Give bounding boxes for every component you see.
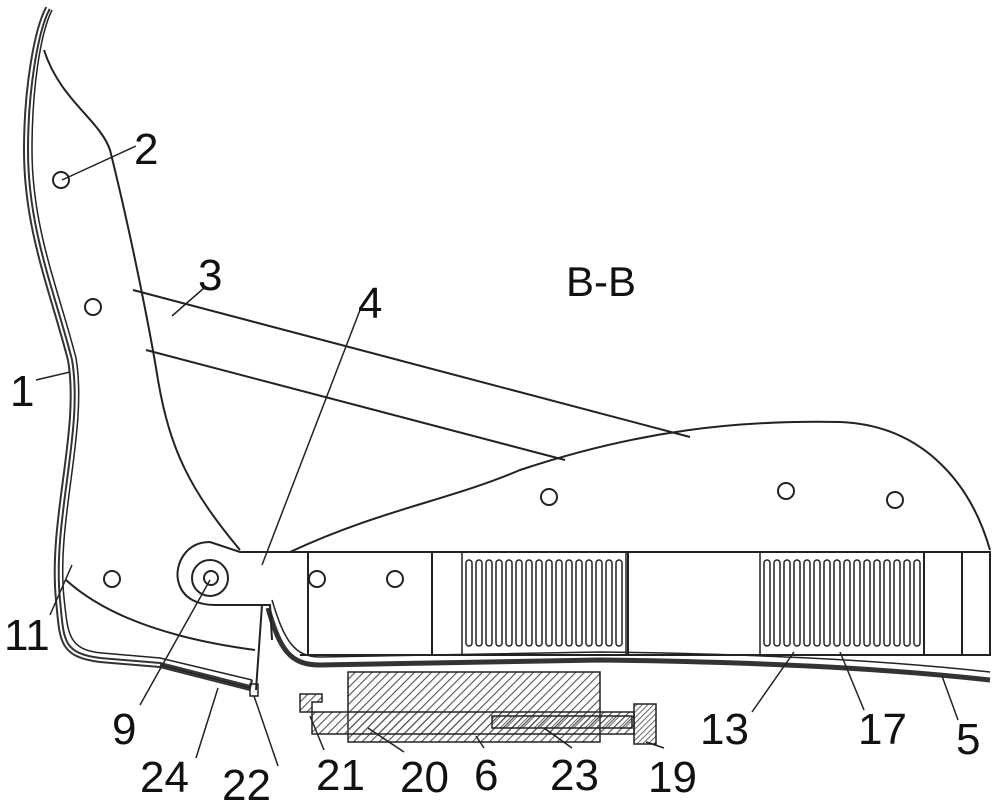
vent-slot	[863, 559, 871, 647]
vent-slot	[585, 559, 593, 647]
outer-shell-liner	[31, 9, 253, 681]
lower-shell-liner	[271, 599, 991, 673]
vent-slot	[823, 559, 831, 647]
label-4: 4	[358, 279, 382, 328]
rail-mechanism	[299, 671, 657, 745]
vent-slot	[853, 559, 861, 647]
bolt-hole	[84, 298, 102, 316]
vent-slot	[565, 559, 573, 647]
vent-slot	[505, 559, 513, 647]
vent-slot	[773, 559, 781, 647]
bolt-hole	[386, 570, 404, 588]
hinge-post	[255, 604, 263, 691]
vent-slot	[843, 559, 851, 647]
label-22: 22	[222, 761, 271, 807]
vent-slot	[575, 559, 583, 647]
vent-slot	[893, 559, 901, 647]
vent-slot	[595, 559, 603, 647]
vent-slot	[883, 559, 891, 647]
leader-lines	[35, 145, 959, 767]
hinge-plate	[176, 540, 290, 641]
label-23: 23	[550, 751, 599, 800]
part-labels: 2 3 4 1 11 9 24 22 21 20 6 23 19 13 17 5	[4, 125, 980, 807]
screw-shaft	[491, 715, 633, 729]
vent-slot	[813, 559, 821, 647]
bolt-hole	[103, 570, 121, 588]
vent-groups	[461, 551, 925, 656]
vent-slot	[535, 559, 543, 647]
vent-slot	[515, 559, 523, 647]
vent-slot	[783, 559, 791, 647]
hook-end	[299, 693, 323, 713]
label-5: 5	[956, 715, 980, 764]
label-20: 20	[400, 753, 449, 802]
section-title: B-B	[566, 258, 636, 305]
vent-slot	[615, 559, 623, 647]
bolt-hole	[886, 491, 904, 509]
screw-head	[633, 703, 657, 745]
bolt-hole	[540, 488, 558, 506]
label-9: 9	[112, 705, 136, 754]
label-2: 2	[134, 125, 158, 174]
vent-slot	[793, 559, 801, 647]
label-13: 13	[700, 705, 749, 754]
label-6: 6	[474, 751, 498, 800]
vent-frame	[461, 551, 627, 656]
label-11: 11	[4, 611, 50, 660]
vent-slot	[873, 559, 881, 647]
label-19: 19	[648, 753, 697, 802]
seat-frame	[290, 551, 991, 656]
upper-frame-lower	[65, 579, 256, 651]
bolt-hole	[203, 570, 219, 586]
label-1: 1	[10, 367, 34, 416]
label-24: 24	[140, 753, 189, 802]
vent-slot	[763, 559, 771, 647]
vent-slot	[465, 559, 473, 647]
vent-slot	[913, 559, 921, 647]
vent-slot	[803, 559, 811, 647]
vent-slot	[903, 559, 911, 647]
bolt-hole	[52, 171, 70, 189]
vent-slot	[475, 559, 483, 647]
seat-cushion	[289, 420, 991, 553]
label-21: 21	[316, 751, 365, 800]
bolt-hole	[777, 482, 795, 500]
vent-slot	[605, 559, 613, 647]
strut-upper-edge	[132, 289, 691, 438]
label-17: 17	[858, 705, 907, 754]
outer-shell	[22, 6, 251, 691]
strut-lower-edge	[145, 349, 566, 461]
vent-slot	[485, 559, 493, 647]
vent-slot	[555, 559, 563, 647]
pivot-ring	[191, 559, 229, 597]
label-3: 3	[198, 251, 222, 300]
vent-slot	[525, 559, 533, 647]
vent-slot	[495, 559, 503, 647]
vent-slot	[545, 559, 553, 647]
outer-shell-inner-line	[24, 7, 251, 689]
lower-shell	[265, 607, 991, 683]
bolt-hole	[308, 570, 326, 588]
vent-slot	[833, 559, 841, 647]
